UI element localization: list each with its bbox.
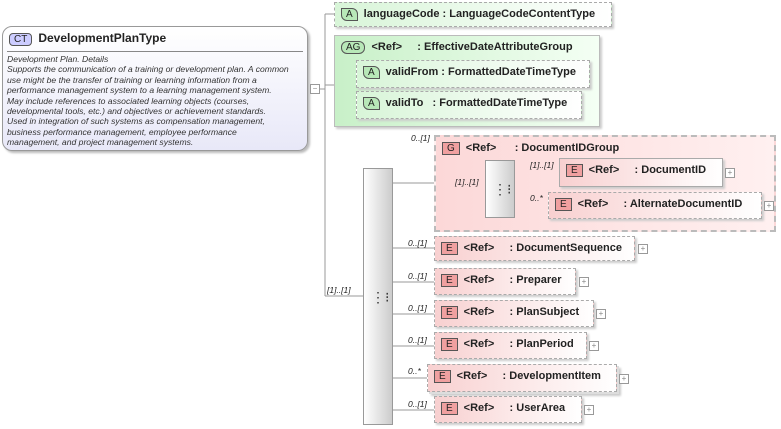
element-user-area[interactable]: E <Ref> : UserArea [434, 396, 582, 423]
element-document-sequence[interactable]: E <Ref> : DocumentSequence [434, 236, 635, 261]
inner-sequence-multiplicity: [1]..[1] [455, 177, 479, 187]
expand-icon[interactable]: + [619, 374, 629, 384]
expand-icon[interactable]: + [764, 201, 774, 211]
group-multiplicity: 0..[1] [411, 133, 430, 143]
element-badge: E [441, 402, 458, 415]
element-badge: E [434, 370, 451, 383]
element-multiplicity: 0..* [408, 366, 421, 376]
complex-type-badge: CT [9, 33, 33, 46]
complex-type-name: DevelopmentPlanType [38, 31, 167, 45]
divider [7, 51, 303, 52]
element-label: <Ref> : DocumentID [588, 164, 707, 176]
element-multiplicity: 0..[1] [408, 271, 427, 281]
element-badge: E [566, 164, 583, 177]
element-label: <Ref> : PlanSubject [463, 306, 580, 318]
element-development-item[interactable]: E <Ref> : DevelopmentItem [427, 364, 617, 392]
element-alternate-document-id[interactable]: E <Ref> : AlternateDocumentID [548, 192, 762, 219]
element-plan-subject[interactable]: E <Ref> : PlanSubject [434, 300, 594, 327]
expand-icon[interactable]: + [596, 309, 606, 319]
element-plan-period[interactable]: E <Ref> : PlanPeriod [434, 332, 587, 359]
attribute-label: validTo : FormattedDateTimeType [385, 97, 568, 109]
element-badge: E [441, 306, 458, 319]
attribute-badge: A [341, 8, 358, 21]
element-preparer[interactable]: E <Ref> : Preparer [434, 268, 576, 295]
element-label: <Ref> : PlanPeriod [463, 338, 574, 350]
element-multiplicity: 0..* [530, 193, 543, 203]
attribute-group-label: <Ref> : EffectiveDateAttributeGroup [371, 41, 573, 53]
element-document-id[interactable]: E <Ref> : DocumentID [559, 158, 723, 187]
element-badge: E [441, 274, 458, 287]
inner-sequence-compositor[interactable]: ⋮⁝ [485, 160, 515, 218]
expand-icon[interactable]: + [584, 405, 594, 415]
group-badge: G [442, 142, 460, 155]
attribute-badge: A [363, 66, 380, 79]
collapse-icon[interactable]: − [310, 84, 320, 94]
attribute-label: languageCode : LanguageCodeContentType [363, 8, 596, 20]
element-multiplicity: [1]..[1] [530, 160, 554, 170]
expand-icon[interactable]: + [579, 277, 589, 287]
expand-icon[interactable]: + [589, 341, 599, 351]
element-multiplicity: 0..[1] [408, 399, 427, 409]
element-multiplicity: 0..[1] [408, 238, 427, 248]
sequence-multiplicity: [1]..[1] [327, 285, 351, 295]
sequence-compositor[interactable]: ⋮⁝ [363, 168, 393, 425]
element-multiplicity: 0..[1] [408, 303, 427, 313]
attribute-label: validFrom : FormattedDateTimeType [385, 66, 576, 78]
element-badge: E [441, 242, 458, 255]
element-label: <Ref> : UserArea [463, 402, 566, 414]
attribute-badge: A [363, 97, 380, 110]
element-label: <Ref> : DevelopmentItem [456, 370, 601, 382]
expand-icon[interactable]: + [638, 244, 648, 254]
sequence-icon: ⋮⁝ [493, 181, 512, 197]
sequence-icon: ⋮⁝ [371, 289, 390, 305]
element-badge: E [441, 338, 458, 351]
element-multiplicity: 0..[1] [408, 335, 427, 345]
complex-type-box[interactable]: CT DevelopmentPlanType Development Plan. … [2, 26, 308, 151]
expand-icon[interactable]: + [725, 168, 735, 178]
group-label: <Ref> : DocumentIDGroup [465, 142, 620, 154]
element-label: <Ref> : AlternateDocumentID [577, 198, 743, 210]
attribute-group-badge: AG [341, 41, 366, 54]
element-label: <Ref> : Preparer [463, 274, 562, 286]
documentation-text: Development Plan. Details Supports the c… [7, 54, 289, 148]
element-badge: E [555, 198, 572, 211]
element-label: <Ref> : DocumentSequence [463, 242, 622, 254]
